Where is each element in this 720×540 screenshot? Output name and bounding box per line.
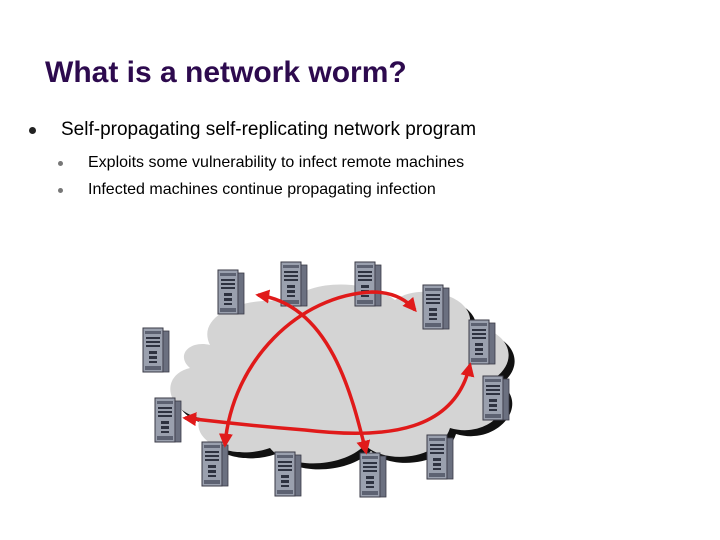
server-tower-icon [354, 261, 382, 307]
sub-bullet-exploits-text: Exploits some vulnerability to infect re… [88, 154, 465, 171]
server-tower-icon [217, 269, 245, 315]
server-tower-icon [142, 327, 170, 373]
server-tower-icon [201, 441, 229, 487]
infection-arrow [182, 362, 475, 436]
server-tower-icon [154, 397, 182, 443]
server-tower-icon [422, 284, 450, 330]
server-tower-icon [482, 375, 510, 421]
sub-bullet-dot-icon [58, 161, 63, 166]
bullet-dot-icon [29, 127, 36, 134]
server-tower-icon [359, 452, 387, 498]
slide-title: What is a network worm? [45, 56, 407, 89]
server-tower-icon [274, 451, 302, 497]
bullet-main-text: Self-propagating self-replicating networ… [61, 119, 477, 140]
sub-bullet-dot-icon [58, 188, 63, 193]
server-tower-icon [468, 319, 496, 365]
sub-bullet-propagating-text: Infected machines continue propagating i… [88, 181, 436, 198]
infection-arrow [255, 289, 371, 455]
server-tower-icon [280, 261, 308, 307]
server-tower-icon [426, 434, 454, 480]
